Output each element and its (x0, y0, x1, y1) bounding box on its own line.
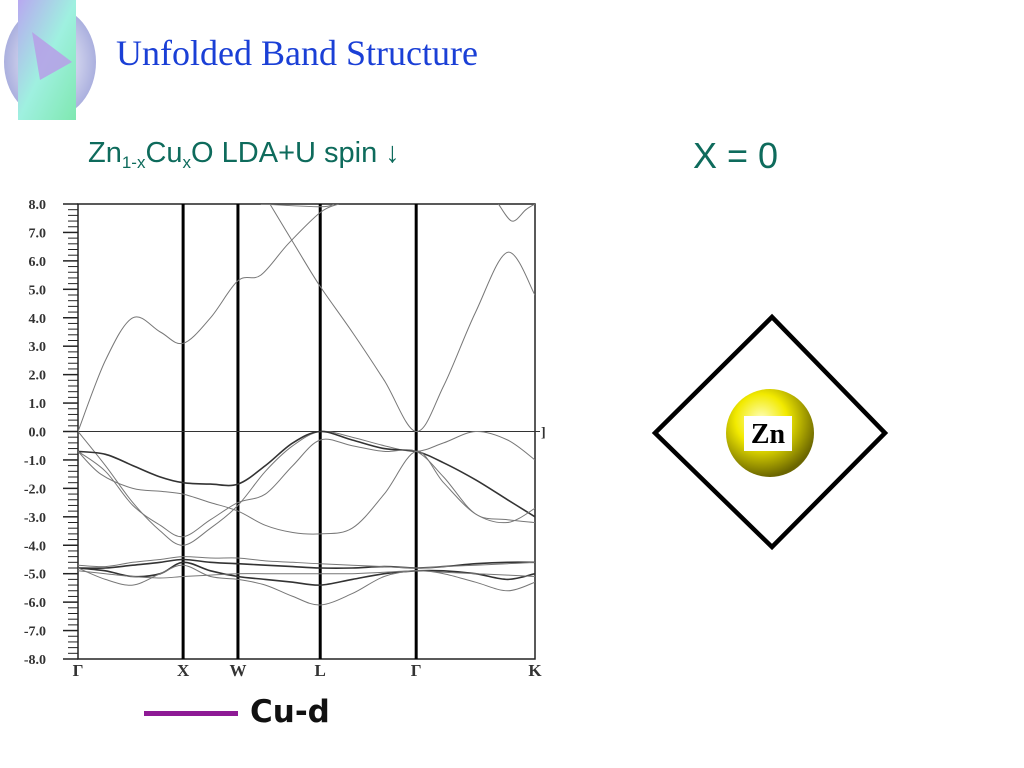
y-tick-label: 0.0 (29, 426, 47, 441)
band-line-2 (269, 204, 535, 433)
presentation-logo-icon (4, 0, 96, 120)
band-line-6 (78, 430, 535, 518)
y-tick-label: -6.0 (24, 596, 46, 611)
y-tick-label: 1.0 (29, 397, 47, 412)
slide-title: Unfolded Band Structure (116, 33, 478, 73)
band-line-7 (78, 450, 535, 535)
y-tick-label: -5.0 (24, 568, 46, 583)
kpoint-label: Γ (73, 661, 84, 680)
band-line-10 (78, 561, 535, 586)
y-tick-label: -3.0 (24, 511, 46, 526)
band-line-12 (78, 570, 535, 579)
lattice-diamond (651, 313, 889, 551)
y-tick-label: 7.0 (29, 226, 47, 241)
subtitle-mid: Cu (145, 137, 183, 169)
band-line-8 (78, 438, 535, 538)
subtitle-base: Zn (88, 137, 122, 169)
band-line-3 (497, 204, 535, 222)
y-tick-label: 2.0 (29, 369, 47, 384)
legend-swatch (144, 711, 238, 716)
y-tick-label: -1.0 (24, 454, 46, 469)
y-tick-label: -8.0 (24, 653, 46, 668)
band-line-5 (78, 430, 535, 546)
y-tick-label: -4.0 (24, 539, 46, 554)
fermi-level-marker: ] (541, 426, 546, 441)
y-tick-label: 5.0 (29, 283, 47, 298)
subtitle-sub2: x (182, 153, 192, 172)
y-tick-label: 3.0 (29, 340, 47, 355)
lattice-diagram: Zn (651, 313, 889, 551)
band-structure-chart: 8.0 7.0 6.0 5.0 4.0 3.0 2.0 1.0 0.0 -1.0 -2.0 -3.0 -… (24, 198, 546, 680)
kpoint-label: W (229, 661, 246, 680)
band-line-1 (78, 204, 339, 432)
kpoint-label: L (315, 661, 326, 680)
subtitle-tail: O LDA+U spin ↓ (191, 137, 400, 169)
kpoint-label: Γ (411, 661, 422, 680)
subtitle-sub1: 1-x (121, 153, 146, 172)
y-tick-label: -7.0 (24, 625, 46, 640)
chart-subtitle: Zn1-xCuxO LDA+U spin ↓ (88, 137, 400, 173)
band-line-4 (260, 204, 335, 208)
y-tick-label: 6.0 (29, 255, 47, 270)
legend: Cu-d (140, 694, 360, 734)
y-tick-label: -2.0 (24, 482, 46, 497)
kpoint-label: K (528, 661, 542, 680)
atom-label: Zn (751, 419, 786, 450)
kpoint-label: X (177, 661, 190, 680)
composition-label: X = 0 (693, 135, 779, 176)
band-line-13 (78, 556, 535, 569)
y-tick-label: 8.0 (29, 198, 47, 213)
band-line-11 (78, 564, 535, 606)
legend-label: Cu-d (250, 694, 330, 730)
y-tick-label: 4.0 (29, 312, 47, 327)
